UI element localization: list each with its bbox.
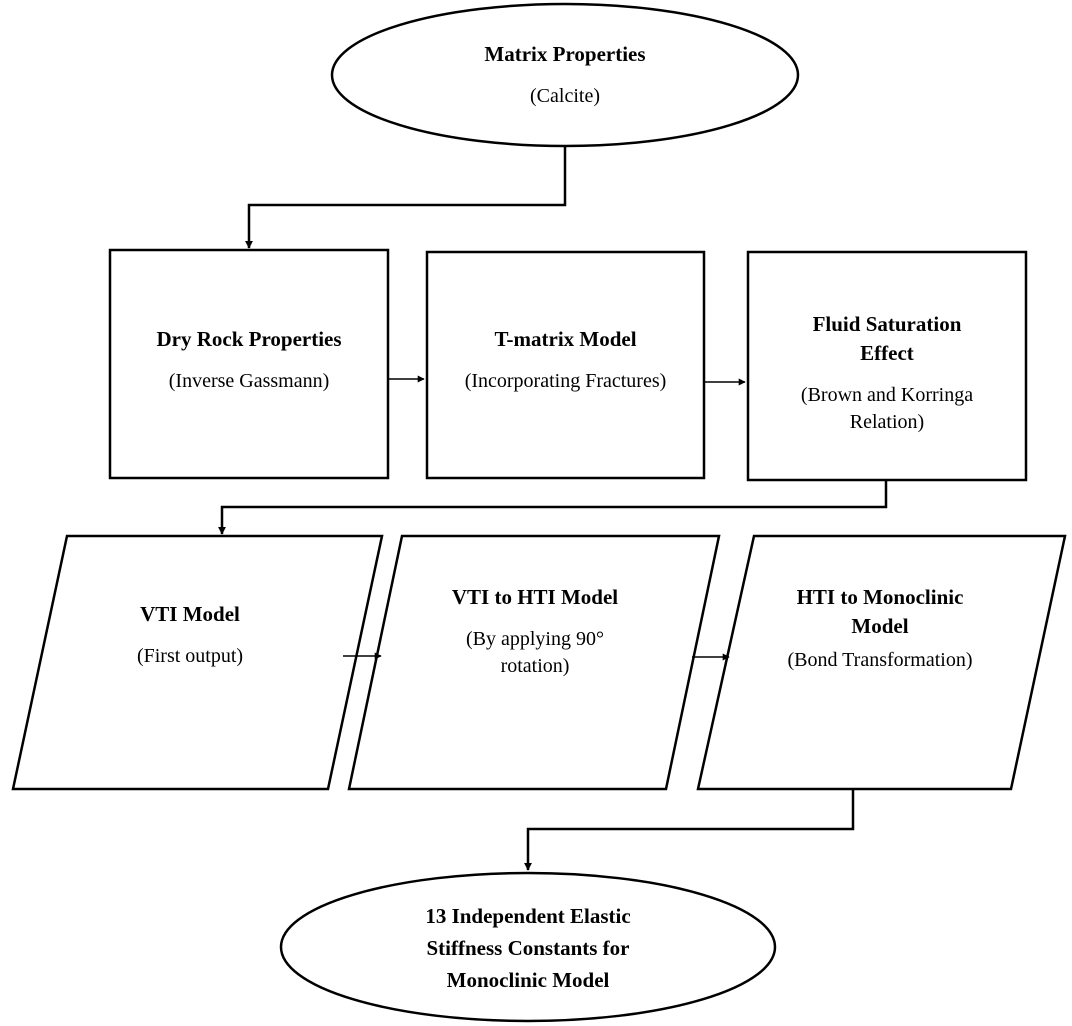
result-line2: Stiffness Constants for (426, 935, 630, 960)
vti-model-parallelogram (11, 534, 384, 791)
fluid-subtitle-line1: (Brown and Korringa (800, 384, 974, 406)
fluid-title-line2: Effect (860, 341, 914, 365)
t-matrix-title: T-matrix Model (494, 327, 637, 351)
hti-to-monoclinic-node: HTI to Monoclinic Model (Bond Transforma… (745, 580, 1015, 700)
matrix-properties-title: Matrix Properties (484, 42, 646, 66)
matrix-properties-node: Matrix Properties (Calcite) (400, 20, 730, 130)
vti-model-subtitle: (First output) (136, 645, 244, 667)
t-matrix-subtitle: (Incorporating Fractures) (464, 370, 667, 392)
dry-rock-node: Dry Rock Properties (Inverse Gassmann) (112, 300, 386, 420)
connector-fluid-to-vti (218, 480, 888, 535)
result-ellipse (279, 871, 777, 1023)
hti-mono-subtitle: (Bond Transformation) (787, 649, 973, 671)
vti-to-hti-subtitle-line1: (By applying 90° (466, 628, 604, 650)
result-node: 13 Independent Elastic Stiffness Constan… (330, 895, 726, 1000)
fluid-saturation-box (746, 250, 1028, 482)
hti-mono-title-line2: Model (851, 614, 909, 638)
vti-to-hti-parallelogram (347, 534, 721, 791)
hti-to-monoclinic-parallelogram (696, 534, 1067, 791)
fluid-title-line1: Fluid Saturation (812, 312, 962, 336)
vti-to-hti-subtitle-line2: rotation) (500, 655, 570, 677)
hti-mono-title-line1: HTI to Monoclinic (796, 585, 964, 609)
vti-model-title: VTI Model (140, 602, 240, 626)
dry-rock-box (108, 248, 390, 480)
fluid-subtitle-line2: Relation) (849, 411, 925, 433)
matrix-properties-subtitle: (Calcite) (530, 85, 600, 107)
dry-rock-title: Dry Rock Properties (156, 327, 342, 351)
fluid-saturation-node: Fluid Saturation Effect (Brown and Korri… (750, 300, 1024, 460)
t-matrix-node: T-matrix Model (Incorporating Fractures) (429, 300, 702, 420)
vti-model-node: VTI Model (First output) (70, 585, 310, 685)
t-matrix-box (425, 250, 706, 480)
dry-rock-subtitle: (Inverse Gassmann) (168, 370, 330, 392)
vti-to-hti-node: VTI to HTI Model (By applying 90° rotati… (405, 580, 665, 700)
vti-to-hti-title: VTI to HTI Model (451, 585, 619, 609)
result-line1: 13 Independent Elastic (425, 903, 631, 928)
result-line3: Monoclinic Model (446, 967, 610, 992)
connector-matrix-to-dry-rock (245, 146, 567, 249)
connector-hti-mono-to-result (524, 790, 855, 871)
